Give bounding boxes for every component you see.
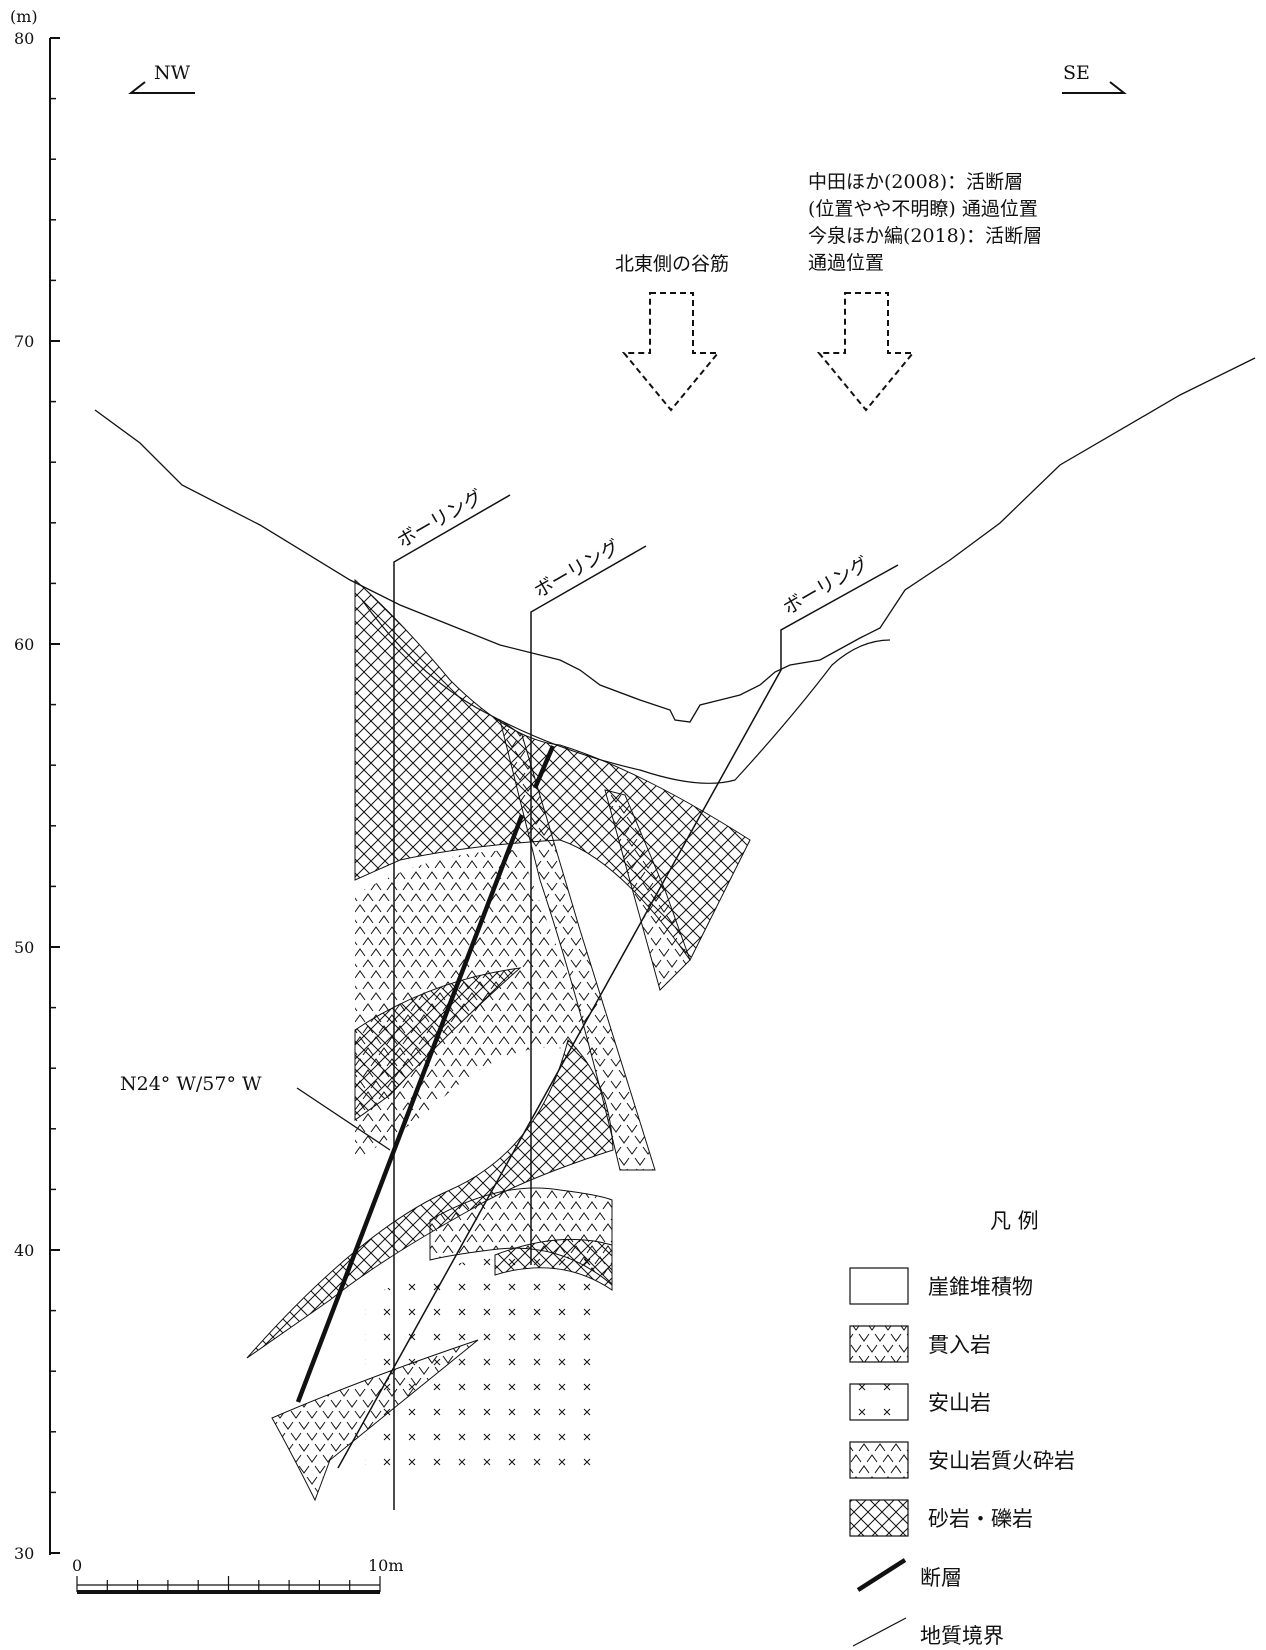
- elevation-axis: (m) 80 70 60 50 40 30: [10, 7, 60, 1563]
- legend-swatch-boundary: [852, 1617, 907, 1647]
- valley-label: 北東側の谷筋: [615, 253, 729, 275]
- fault-note-line-4: 通過位置: [808, 252, 884, 274]
- direction-nw-label: NW: [154, 62, 191, 84]
- intrusive-dike-2: [604, 789, 691, 991]
- fault-upper: [532, 745, 556, 789]
- strike-dip-label: N24° W/57° W: [120, 1073, 262, 1095]
- ground-surface: [94, 357, 1256, 723]
- scale-end-label: 10m: [368, 1556, 404, 1575]
- scale-start-label: 0: [72, 1556, 82, 1575]
- legend-label-boundary: 地質境界: [920, 1624, 1004, 1648]
- legend-swatch-sandstone: [849, 1499, 909, 1537]
- legend-swatch-talus: [849, 1267, 909, 1305]
- sandstone-mid-lens: [354, 967, 522, 1121]
- axis-tick-label: 40: [14, 1241, 34, 1260]
- valley-arrow-icon: [621, 292, 721, 412]
- direction-se-label: SE: [1063, 62, 1090, 84]
- fault-arrow-icon: [816, 292, 916, 412]
- sandstone-lower-thin: [494, 1238, 613, 1291]
- boring-2-label: ボーリング: [531, 536, 624, 603]
- strike-dip-leader: [296, 1087, 391, 1151]
- fault-note-line-1: 中田ほか(2008)：活断層: [808, 171, 1023, 193]
- axis-tick-label: 70: [14, 332, 34, 351]
- fault-main: [295, 814, 525, 1403]
- axis-tick-label: 50: [14, 938, 34, 957]
- legend-swatch-pyroclastic: [849, 1441, 909, 1479]
- direction-se: SE: [1062, 62, 1127, 94]
- axis-tick-label: 60: [14, 635, 34, 654]
- scale-bar: 0 10m: [72, 1556, 404, 1594]
- legend-swatch-andesite: [849, 1383, 909, 1421]
- legend-title: 凡 例: [990, 1209, 1039, 1233]
- legend-label-andesite: 安山岩: [928, 1391, 991, 1415]
- direction-nw: NW: [128, 62, 195, 94]
- boring-1-label: ボーリング: [394, 486, 487, 553]
- axis-tick-label: 30: [14, 1544, 34, 1563]
- legend-label-talus: 崖錐堆積物: [928, 1275, 1033, 1299]
- legend-swatch-intrusive: [849, 1325, 909, 1363]
- intrusive-dike-1: [499, 718, 656, 1171]
- talus-base: [361, 599, 891, 784]
- geology-units: [246, 578, 751, 1502]
- legend-swatch-fault: [856, 1558, 907, 1592]
- legend-label-sandstone: 砂岩・礫岩: [928, 1507, 1033, 1531]
- fault-note-line-2: (位置やや不明瞭) 通過位置: [808, 198, 1038, 220]
- legend: 凡 例 崖錐堆積物 貫入岩 安山岩 安山岩質火砕岩 砂岩・礫岩 断層 地質境界: [849, 1209, 1075, 1648]
- axis-tick-label: 80: [14, 29, 34, 48]
- intrusive-lower: [271, 1339, 479, 1502]
- andesite-unit: [365, 1255, 600, 1480]
- axis-unit: (m): [10, 7, 38, 26]
- fault-note-line-3: 今泉ほか編(2018)：活断層: [808, 225, 1042, 247]
- legend-label-intrusive: 貫入岩: [928, 1333, 991, 1357]
- legend-label-pyroclastic: 安山岩質火砕岩: [928, 1449, 1075, 1473]
- legend-label-fault: 断層: [920, 1566, 962, 1590]
